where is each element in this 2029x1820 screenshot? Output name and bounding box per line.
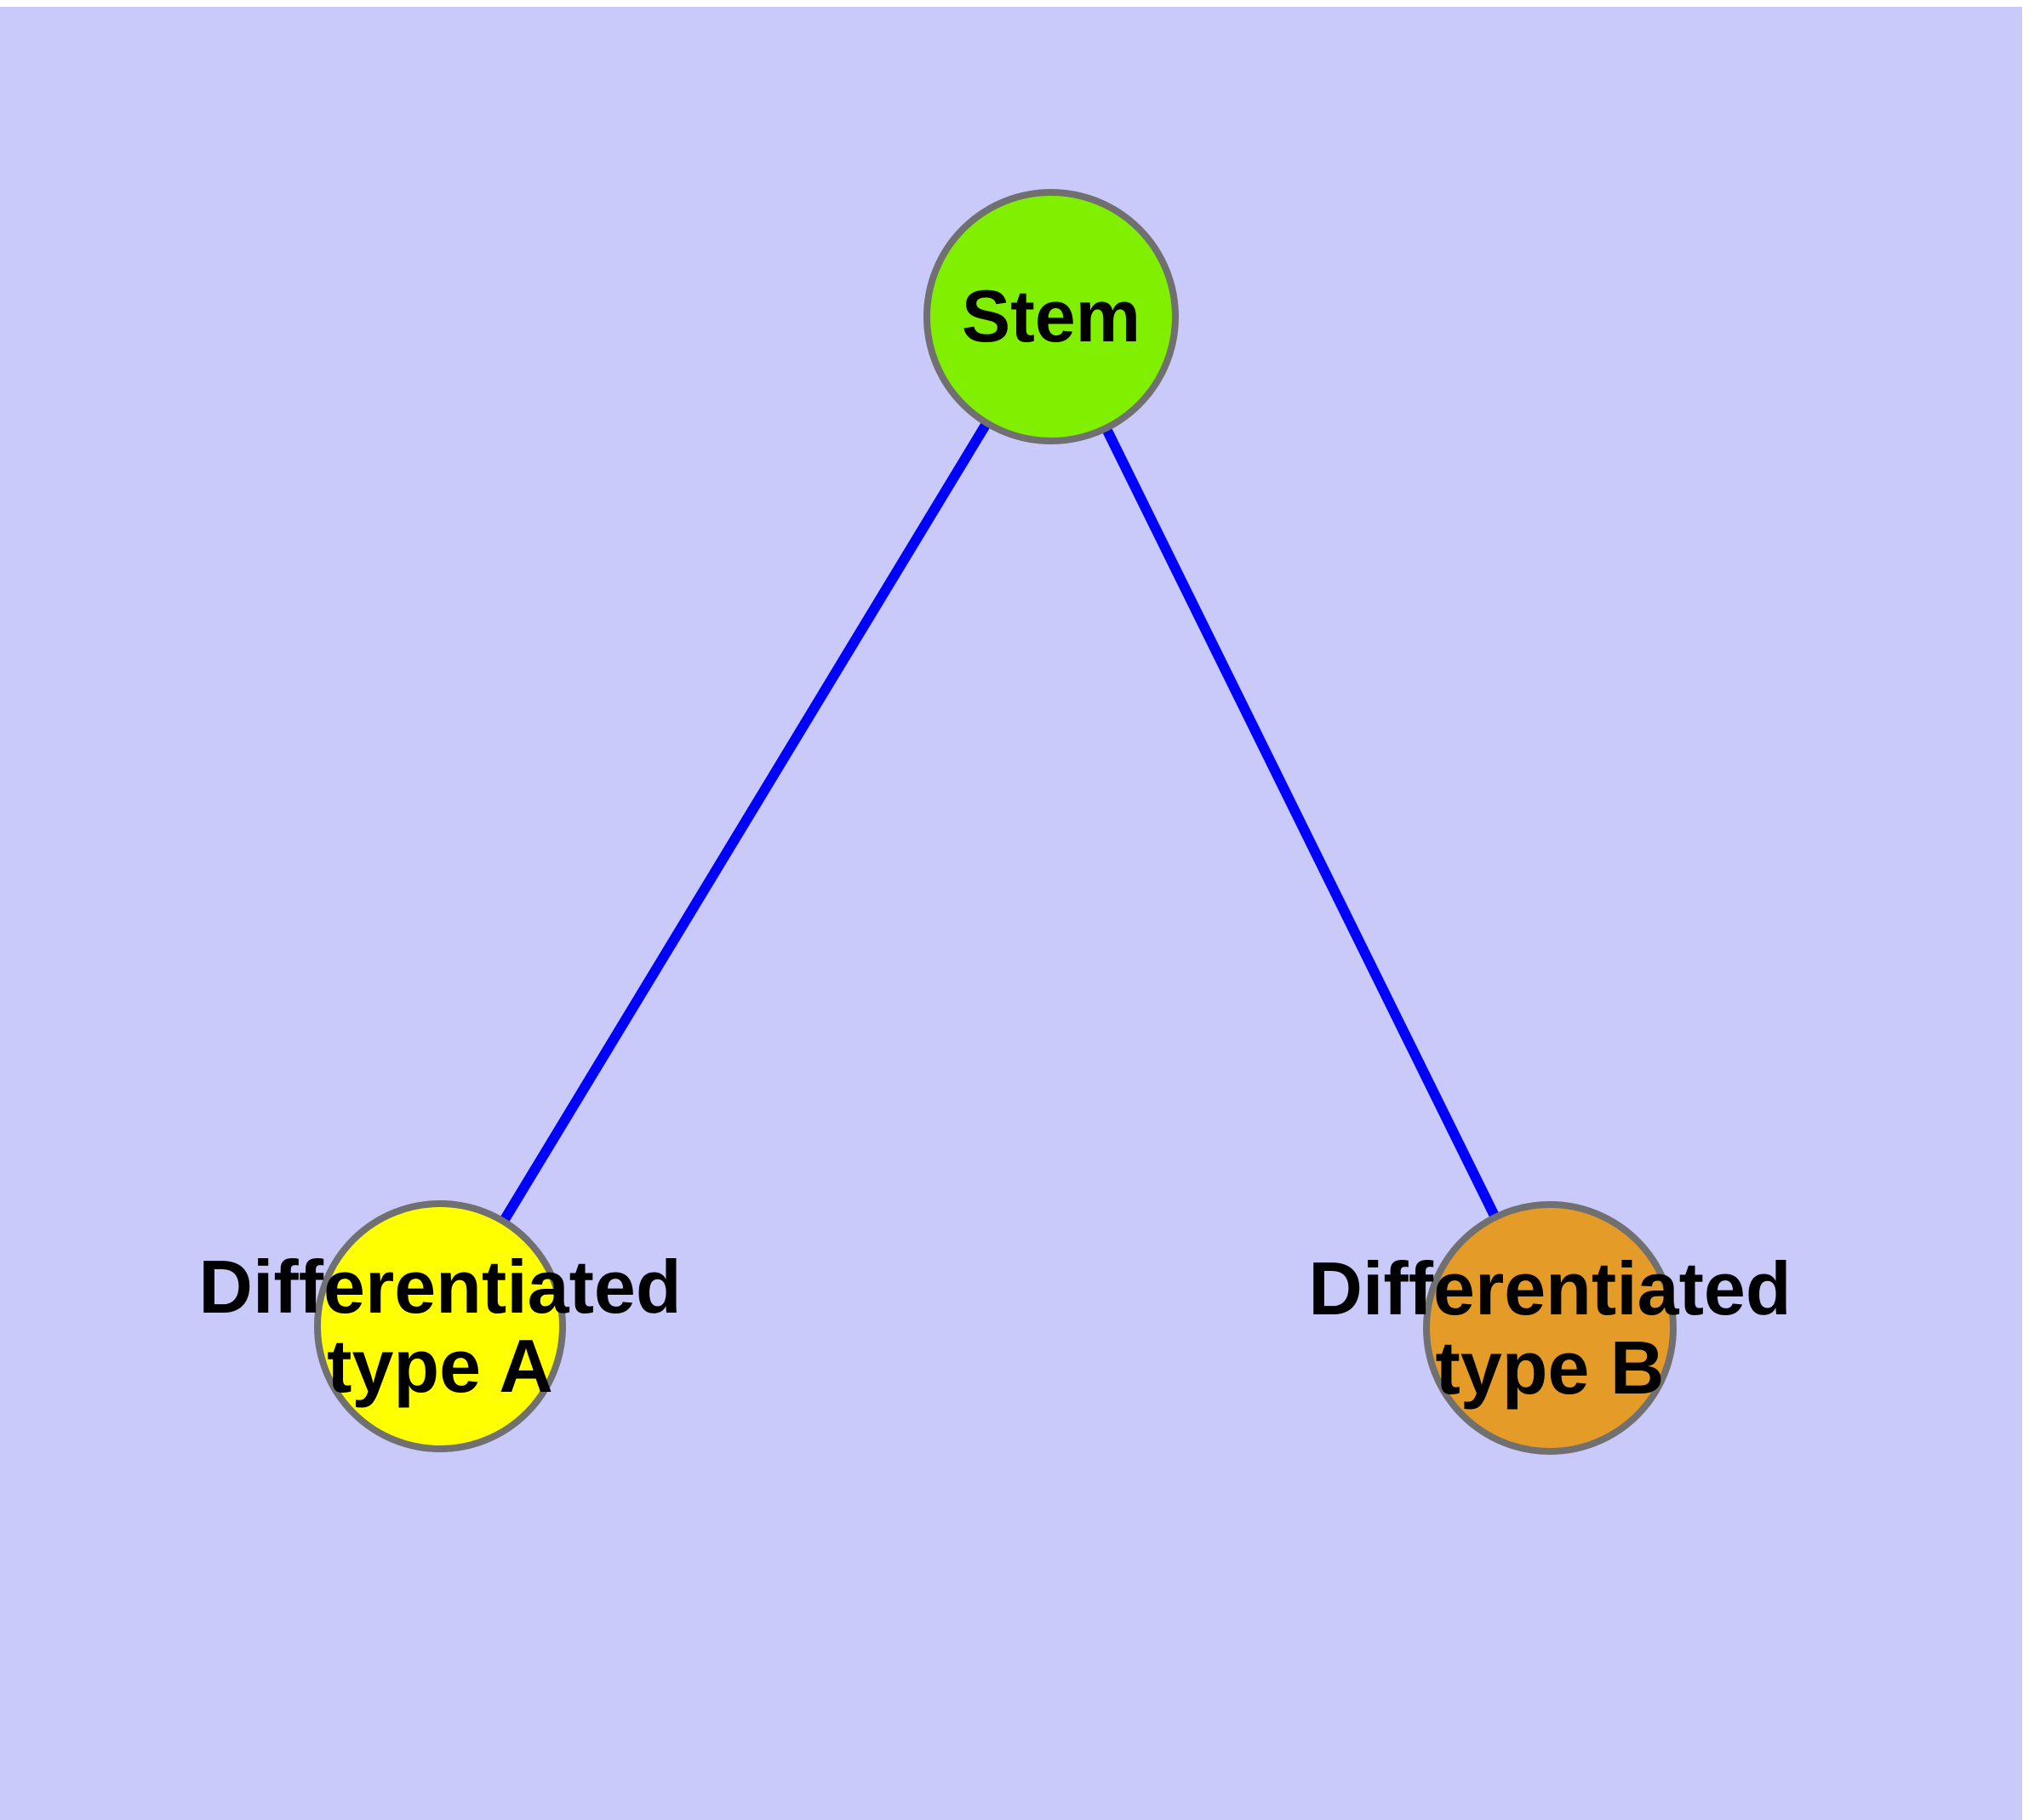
graph-node-diff_b[interactable] <box>1423 1201 1677 1455</box>
graph-node-diff_a[interactable] <box>314 1200 566 1452</box>
node-layer <box>314 189 1677 1455</box>
edge-layer <box>498 419 1501 1226</box>
graph-edge-stem-to-a[interactable] <box>498 419 992 1226</box>
graph-node-stem[interactable] <box>923 189 1179 444</box>
graph-edge-stem-to-b[interactable] <box>1100 424 1501 1222</box>
